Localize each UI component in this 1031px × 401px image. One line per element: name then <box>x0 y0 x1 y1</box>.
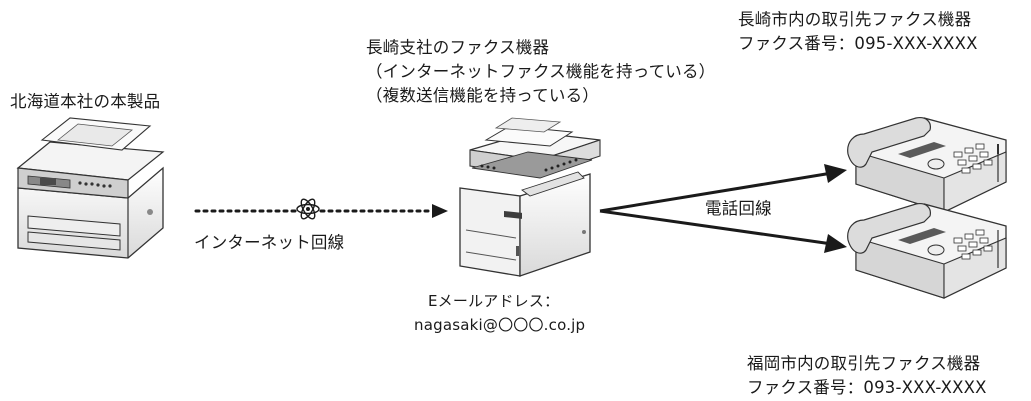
recipient-nagasaki-fax-number: ファクス番号：095-XXX-XXXX <box>738 34 978 53</box>
branch-title-line2: （インターネットファクス機能を持っている） <box>366 62 716 81</box>
branch-email-address: nagasaki@〇〇〇.co.jp <box>414 316 586 334</box>
hq-mfc-device-icon <box>16 117 165 259</box>
fax-telephone-icon <box>847 203 1007 299</box>
recipient-fukuoka-fax-number: ファクス番号：093-XXX-XXXX <box>747 378 987 397</box>
branch-email-label: Eメールアドレス： <box>428 292 560 310</box>
internet-line-label: インターネット回線 <box>194 233 345 252</box>
recipient-nagasaki-title: 長崎市内の取引先ファクス機器 <box>738 10 972 29</box>
branch-title-line3: （複数送信機能を持っている） <box>366 86 599 105</box>
phone-arrowhead-lower <box>824 234 847 253</box>
internet-connection-line <box>194 204 448 218</box>
phone-line-label: 電話回線 <box>705 199 772 218</box>
branch-mfc-device-icon <box>459 117 601 277</box>
atom-network-icon <box>296 198 320 220</box>
hq-device-label: 北海道本社の本製品 <box>10 92 161 111</box>
internet-arrowhead <box>432 204 448 218</box>
recipient-fukuoka-title: 福岡市内の取引先ファクス機器 <box>747 354 981 373</box>
phone-connection-lines <box>599 164 847 253</box>
fax-telephone-icon <box>847 117 1007 213</box>
branch-title-line1: 長崎支社のファクス機器 <box>366 38 550 57</box>
phone-arrowhead-upper <box>824 164 847 183</box>
